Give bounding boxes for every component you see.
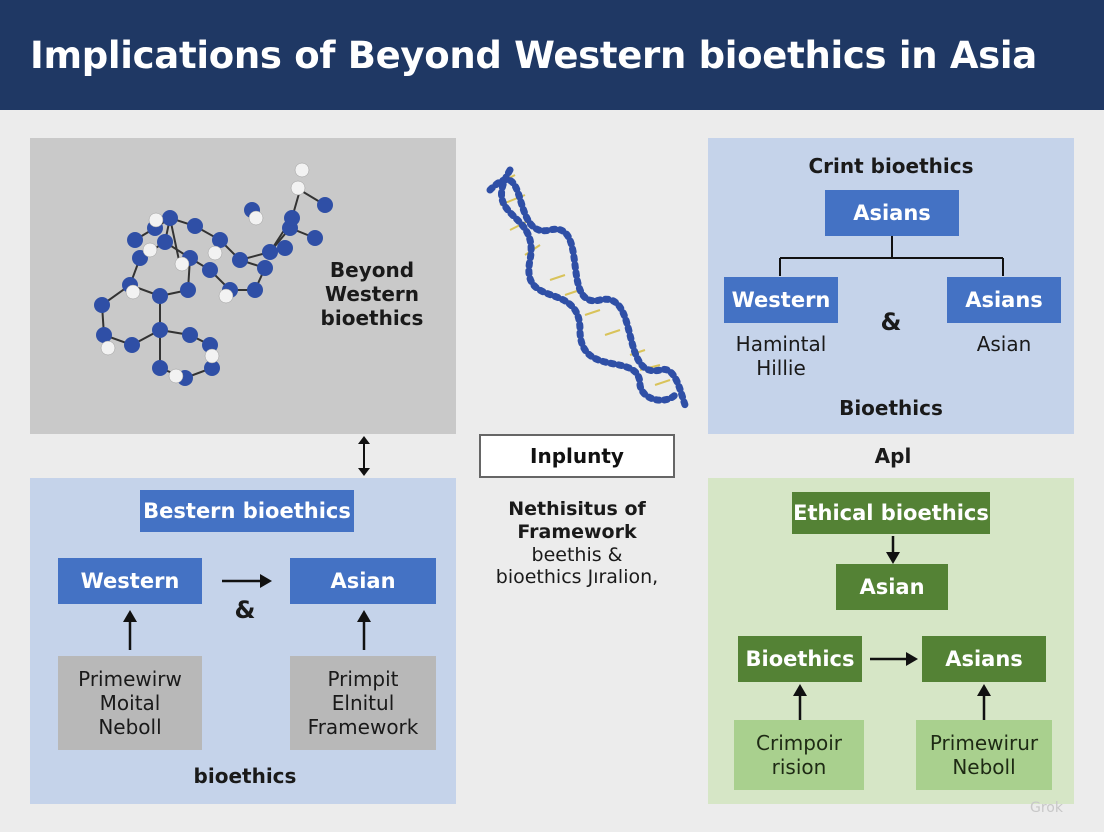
ethical-bioethics-box: Ethical bioethics <box>792 492 990 534</box>
up-arrow-icon-left <box>123 610 137 650</box>
center-line-4: bioethics Jıralion, <box>495 566 659 589</box>
vertical-double-arrow-icon <box>358 436 370 476</box>
header-bar: Implications of Beyond Western bioethics… <box>0 0 1104 110</box>
gray-left-line-2: Moital <box>99 691 161 715</box>
primewirw-box: Primewirw Moital Neboll <box>58 656 202 750</box>
inplunty-box: Inplunty <box>479 434 675 478</box>
gray-left-line-1: Primewirw <box>78 667 182 691</box>
asians-right-box: Asians <box>947 277 1061 323</box>
ampersand-bottom-left: & <box>234 596 256 624</box>
center-line-3: beethis & <box>531 543 623 566</box>
hamintal-caption: Hamintal Hillie <box>718 332 844 380</box>
tree-connector <box>779 236 1004 276</box>
up-arrow-icon-green-right <box>977 684 991 720</box>
center-line-2: Framework <box>517 520 637 543</box>
page-title: Implications of Beyond Western bioethics… <box>30 34 1037 77</box>
primpit-box: Primpit Elnitul Framework <box>290 656 436 750</box>
top-right-panel: Crint bioethics Asians Western Asians & … <box>708 138 1074 434</box>
ampersand-top-right: & <box>880 308 902 336</box>
watermark: Grok <box>1030 800 1063 816</box>
framework-text: Nethisitus of Framework beethis & bioeth… <box>466 498 688 589</box>
bestern-bioethics-box: Bestern bioethics <box>140 490 354 532</box>
bottom-right-panel: Ethical bioethics Asian Bioethics Asians… <box>708 478 1074 804</box>
light-left-line-2: rision <box>771 755 827 779</box>
asians-top-box: Asians <box>825 190 959 236</box>
label-line-3: bioethics <box>320 306 424 330</box>
light-right-line-1: Primewirur <box>929 731 1039 755</box>
bioethics-footer-left: bioethics <box>193 764 297 788</box>
gray-right-line-3: Framework <box>307 715 419 739</box>
apl-label: Apl <box>874 444 912 468</box>
molecule-illustration <box>94 162 333 386</box>
bottom-left-panel: Bestern bioethics Western Asian & Primew… <box>30 478 456 804</box>
asian-box-green: Asian <box>836 564 948 610</box>
label-line-2: Western <box>324 282 420 306</box>
gray-right-line-2: Elnitul <box>331 691 395 715</box>
center-line-1: Nethisitus of <box>508 498 646 520</box>
western-box: Western <box>724 277 838 323</box>
light-left-line-1: Crimpoir <box>756 731 842 755</box>
molecule-panel: Beyond Western bioethics <box>30 138 456 434</box>
crint-bioethics-title: Crint bioethics <box>808 154 974 178</box>
right-arrow-icon-green <box>870 652 918 666</box>
asians-box-green: Asians <box>922 636 1046 682</box>
beyond-western-label: Beyond Western bioethics <box>312 258 432 330</box>
right-arrow-icon <box>222 574 272 588</box>
dna-helix-illustration <box>486 166 689 409</box>
asian-box-bottom: Asian <box>290 558 436 604</box>
bioethics-box-green: Bioethics <box>738 636 862 682</box>
crimpoir-box: Crimpoir rision <box>734 720 864 790</box>
up-arrow-icon-green-left <box>793 684 807 720</box>
down-arrow-icon <box>886 536 900 564</box>
western-box-bottom: Western <box>58 558 202 604</box>
up-arrow-icon-right <box>357 610 371 650</box>
bioethics-footer: Bioethics <box>839 396 943 420</box>
caption-line-2: Hillie <box>756 356 806 380</box>
gray-left-line-3: Neboll <box>98 715 162 739</box>
light-right-line-2: Neboll <box>952 755 1016 779</box>
gray-right-line-1: Primpit <box>327 667 399 691</box>
primewirur-box: Primewirur Neboll <box>916 720 1052 790</box>
label-line-1: Beyond <box>329 258 415 282</box>
asian-caption: Asian <box>976 332 1032 356</box>
caption-line-1: Hamintal <box>735 332 827 356</box>
